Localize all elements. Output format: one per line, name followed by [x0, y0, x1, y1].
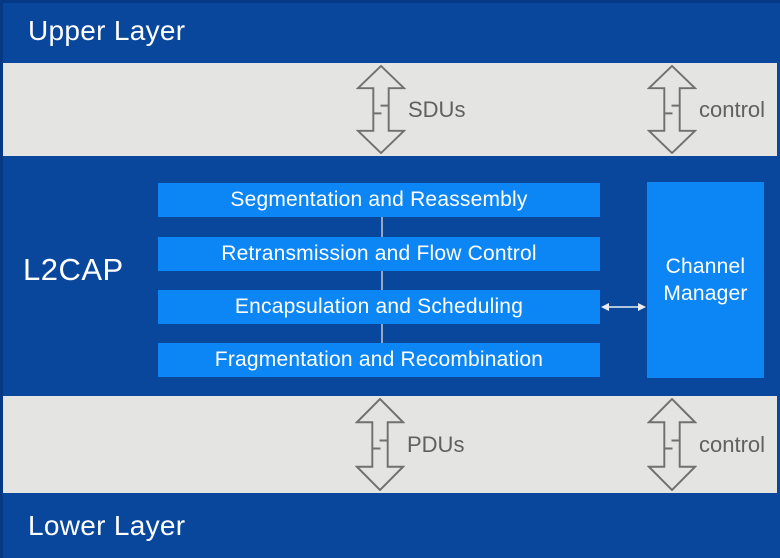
lower-control-label: control — [699, 431, 766, 457]
lower-layer-label: Lower Layer — [28, 509, 186, 541]
function-box-segmentation-reassembly: Segmentation and Reassembly — [158, 183, 600, 217]
pdus-double-arrow-icon — [355, 398, 405, 491]
sdus-label: SDUs — [408, 96, 466, 122]
function-box-label: Encapsulation and Scheduling — [234, 295, 524, 318]
channel-manager-label-line2: Manager — [663, 282, 748, 305]
lower-layer-bar: Lower Layer — [0, 493, 780, 558]
function-box-retransmission-flow-control: Retransmission and Flow Control — [158, 237, 600, 271]
pdus-label: PDUs — [407, 431, 465, 457]
sdus-double-arrow-icon — [356, 65, 406, 154]
function-box-label: Retransmission and Flow Control — [221, 242, 537, 265]
function-box-label: Fragmentation and Recombination — [214, 348, 544, 371]
l2cap-label: L2CAP — [23, 252, 124, 287]
lower-control-double-arrow-icon — [647, 398, 697, 491]
function-box-encapsulation-scheduling: Encapsulation and Scheduling — [158, 290, 600, 324]
upper-layer-bar: Upper Layer — [0, 0, 780, 62]
function-box-label: Segmentation and Reassembly — [230, 188, 528, 211]
upper-control-double-arrow-icon — [647, 65, 697, 154]
channel-manager-box: Channel Manager — [647, 182, 764, 378]
channel-manager-label-line1: Channel — [665, 255, 746, 278]
upper-control-label: control — [699, 96, 766, 122]
lower-interface-band: PDUs control — [3, 396, 777, 493]
function-box-fragmentation-recombination: Fragmentation and Recombination — [158, 343, 600, 377]
upper-interface-band: SDUs control — [3, 63, 777, 156]
l2cap-section: L2CAP Segmentation and Reassembly Retran… — [0, 156, 780, 396]
function-connector-line — [381, 206, 383, 356]
upper-layer-label: Upper Layer — [28, 15, 186, 46]
channel-manager-link-arrow-icon — [601, 303, 646, 311]
